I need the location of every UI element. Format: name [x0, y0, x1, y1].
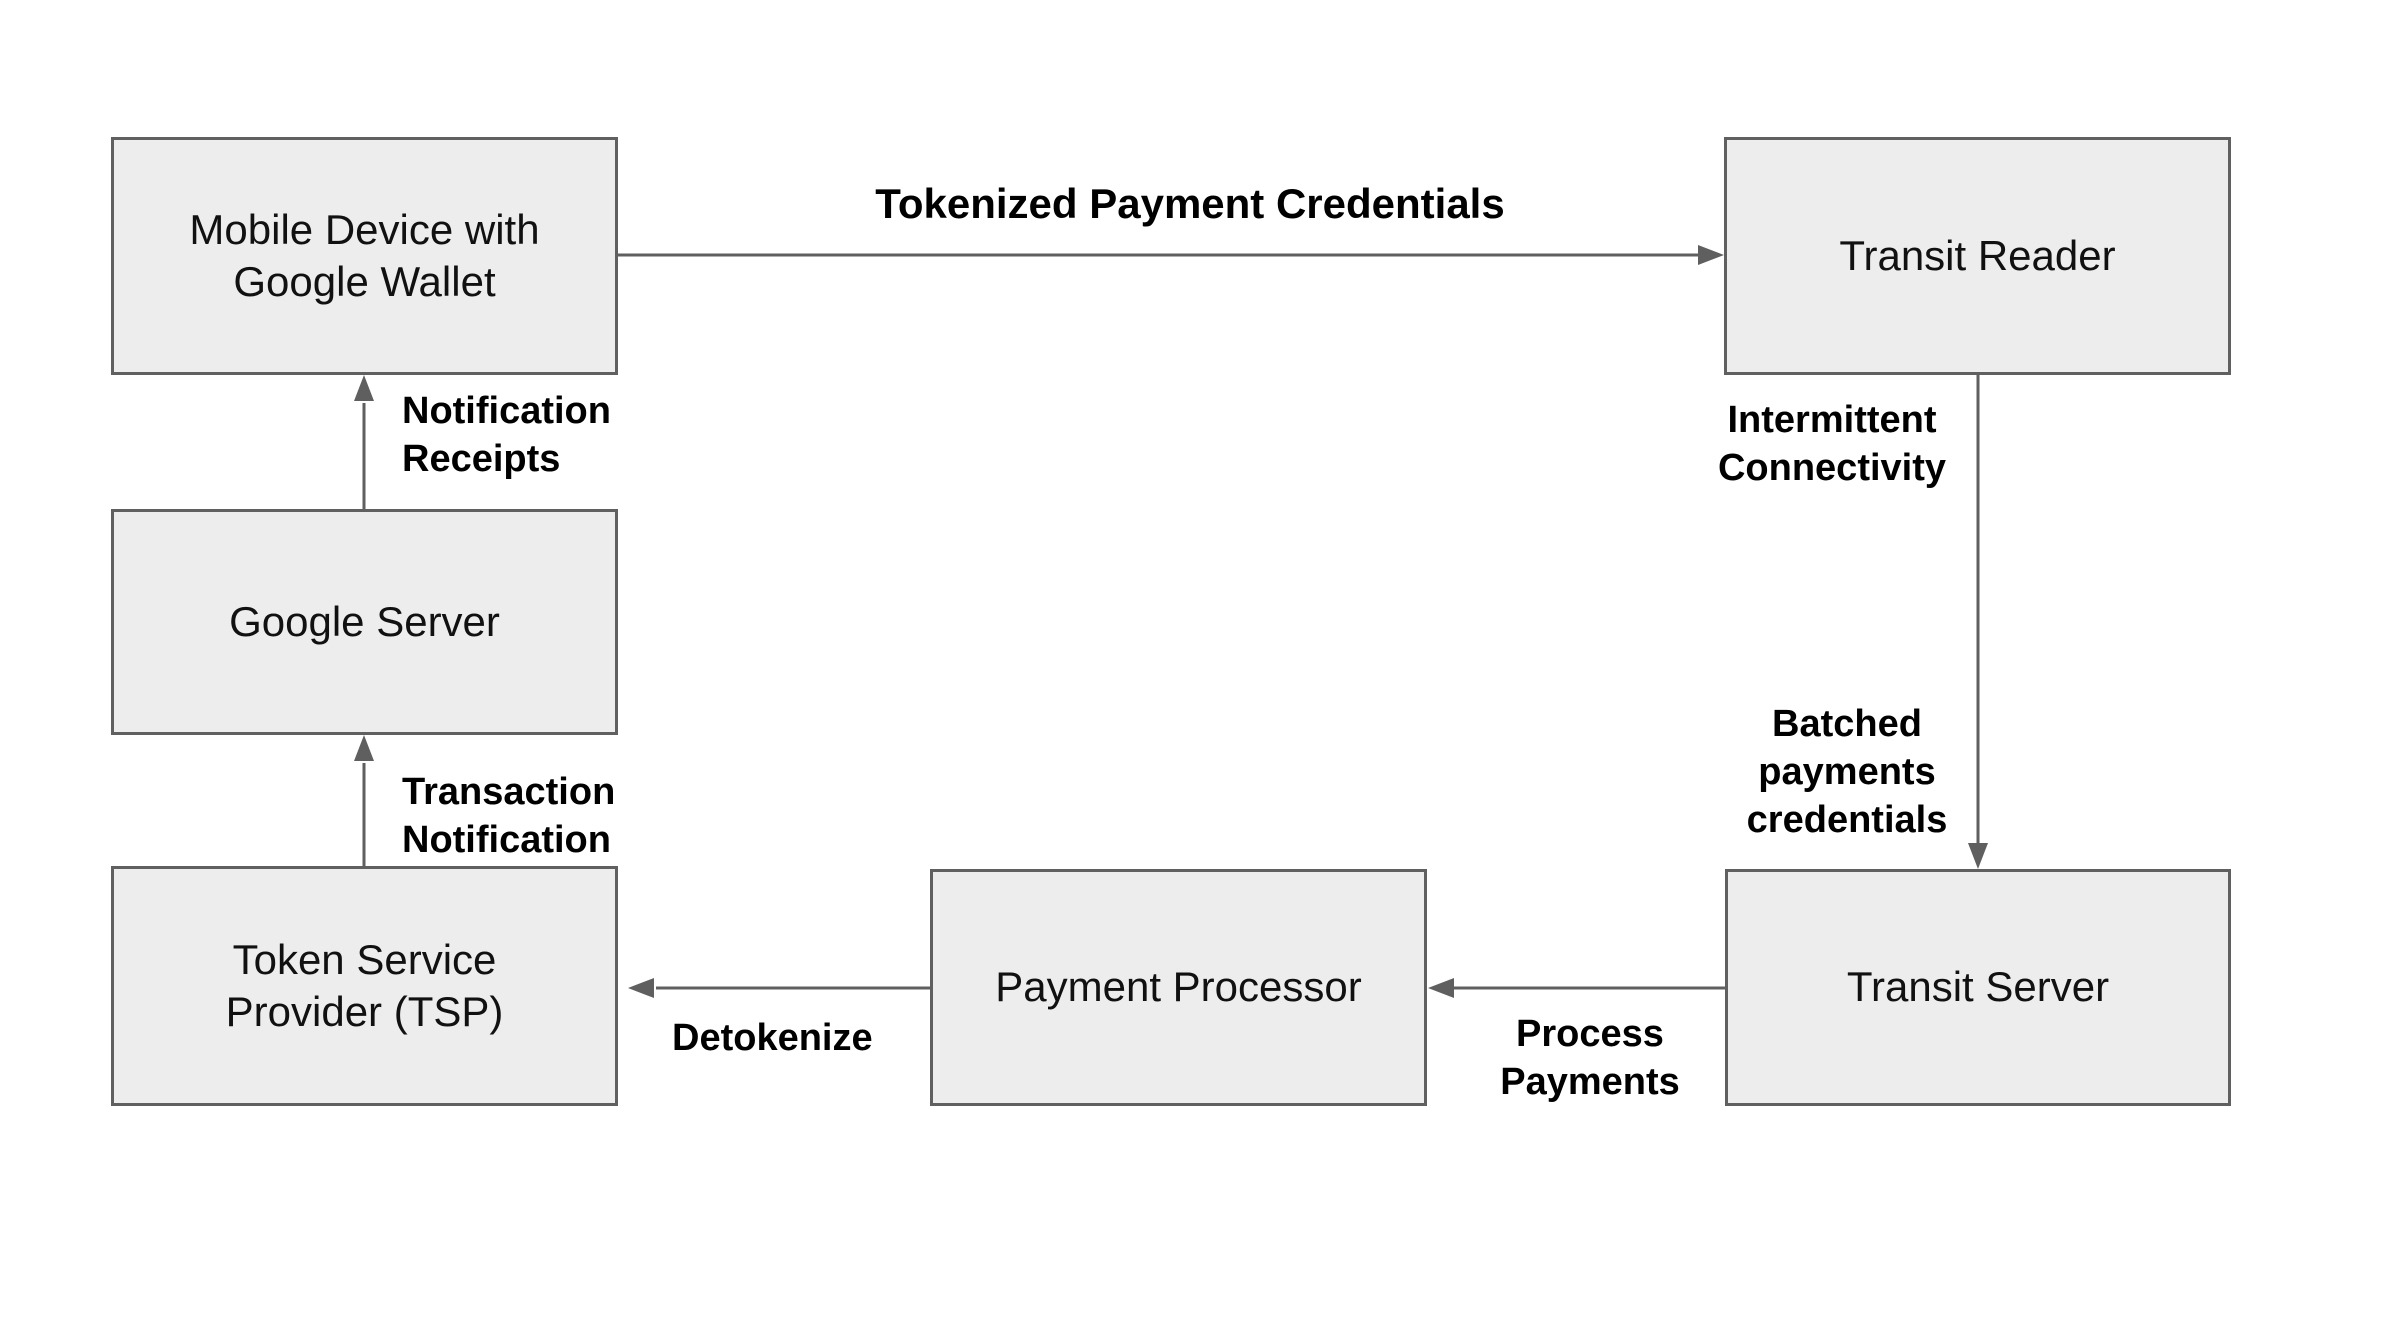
edge-process-payments-arrowhead: [1428, 978, 1454, 998]
edge-tokenized-arrowhead: [1698, 245, 1724, 265]
edge-transaction-notification-arrowhead: [354, 735, 374, 761]
node-transit-reader: Transit Reader: [1724, 137, 2231, 375]
node-google-server: Google Server: [111, 509, 618, 735]
edge-notification-receipts-arrowhead: [354, 375, 374, 401]
edge-label-tokenized-payment-credentials: Tokenized Payment Credentials: [875, 180, 1505, 227]
node-transit-server: Transit Server: [1725, 869, 2231, 1106]
node-mobile-device-google-wallet: Mobile Device with Google Wallet: [111, 137, 618, 375]
edge-detokenize-arrowhead: [628, 978, 654, 998]
node-payment-processor: Payment Processor: [930, 869, 1427, 1106]
edge-label-intermittent-connectivity: Intermittent Connectivity: [1717, 399, 1947, 489]
edge-label-process-payments: Process Payments: [1500, 1013, 1680, 1103]
edge-label-notification-receipts: Notification Receipts: [402, 390, 611, 480]
edge-label-detokenize: Detokenize: [672, 1017, 873, 1059]
node-token-service-provider: Token Service Provider (TSP): [111, 866, 618, 1106]
edge-label-batched-payments-credentials: Batched payments credentials: [1746, 703, 1948, 841]
edge-reader-to-server-arrowhead: [1968, 843, 1988, 869]
edge-label-transaction-notification: Transaction Notification: [402, 771, 616, 861]
